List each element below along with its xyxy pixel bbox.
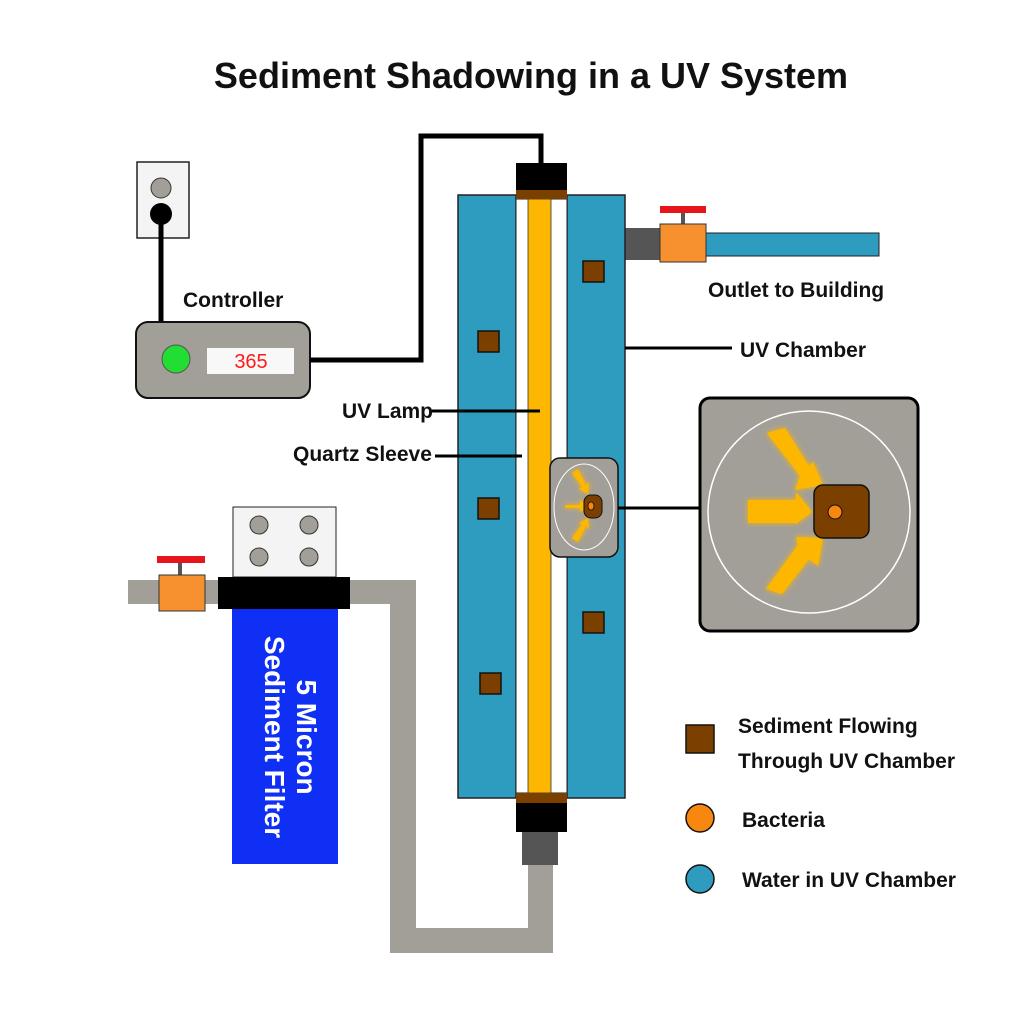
outlet-valve-icon (659, 223, 707, 263)
controller-label: Controller (183, 289, 283, 312)
legend-sediment-line1: Sediment Flowing (738, 715, 918, 738)
uv-lamp (527, 198, 552, 794)
shadowing-inset-small (549, 457, 619, 558)
sediment-legend-icon (685, 724, 715, 754)
bacteria-legend-icon (685, 803, 715, 833)
uv-chamber-label: UV Chamber (740, 339, 866, 362)
water-legend-icon (685, 864, 715, 894)
filter-label-line1: 5 Micron (291, 679, 322, 794)
sediment-particles (477, 260, 605, 695)
inlet-valve-icon (158, 574, 206, 612)
valve-handle-icon (157, 556, 205, 563)
outlet-pipe (624, 206, 880, 263)
lamp-cable (310, 133, 544, 363)
valve-handle-icon (660, 206, 706, 213)
controller: 365 (135, 321, 311, 399)
legend-sediment-line2: Through UV Chamber (738, 750, 955, 773)
legend-bacteria: Bacteria (742, 809, 825, 832)
sediment-filter: 5 Micron Sediment Filter (218, 506, 350, 864)
outlet-label: Outlet to Building (708, 279, 884, 302)
inlet-plumbing (128, 556, 553, 953)
legend-water: Water in UV Chamber (742, 869, 956, 892)
filter-label-line2: Sediment Filter (259, 636, 290, 838)
legend: Sediment Flowing Through UV Chamber Bact… (685, 715, 956, 894)
uv-lamp-label: UV Lamp (342, 400, 433, 423)
shadowing-inset-large (698, 396, 920, 633)
diagram-title: Sediment Shadowing in a UV System (214, 55, 848, 96)
controller-display: 365 (234, 351, 267, 373)
quartz-sleeve-label: Quartz Sleeve (293, 443, 432, 466)
indicator-light-icon (161, 344, 191, 374)
